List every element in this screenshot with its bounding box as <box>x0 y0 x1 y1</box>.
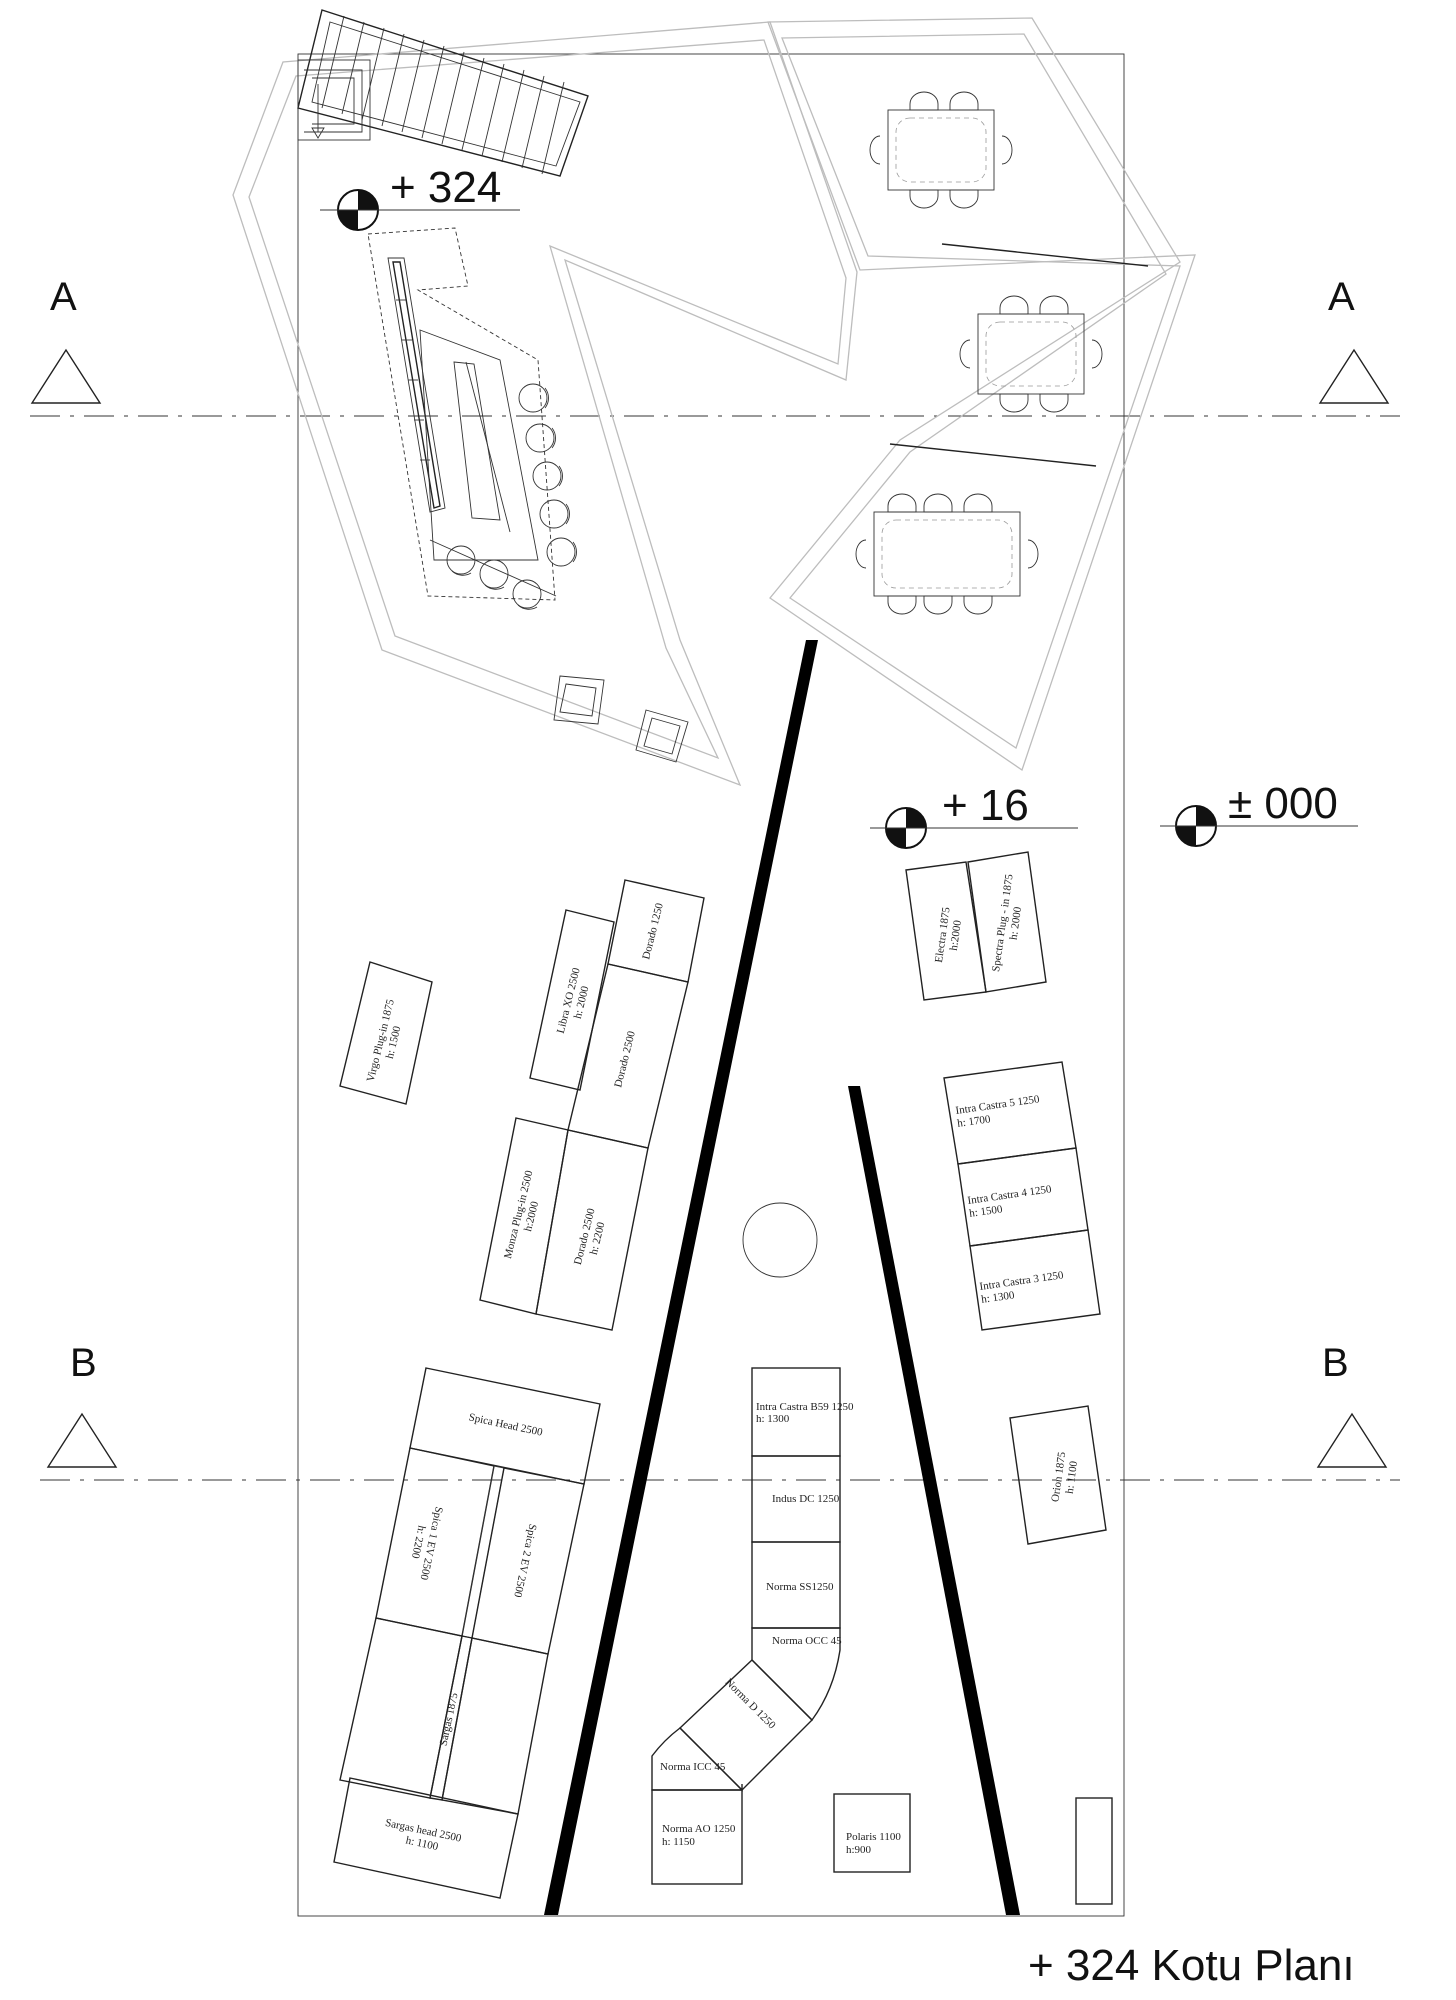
svg-text:B: B <box>1322 1341 1349 1385</box>
level-marker-mid: + 16 <box>870 781 1078 849</box>
level-marker-upper: + 324 <box>320 163 520 231</box>
svg-text:Norma ICC 45: Norma ICC 45 <box>660 1761 726 1773</box>
product-sargas-head: Sargas head 2500 h: 1100 <box>333 1777 519 1899</box>
round-table <box>742 1202 818 1278</box>
mezzanine-walls <box>232 21 858 787</box>
plan-boundary <box>297 53 1125 1917</box>
product-libra: Libra XO 2500 h: 2000 <box>529 909 615 1091</box>
svg-text:Virgo Plug-in 1875 h: 15: Virgo Plug-in 1875 h: 1500 <box>365 995 410 1086</box>
product-spica-1: Spica 1 EV 2500 h: 2200 <box>375 1447 505 1639</box>
svg-text:Intra Castra 4 1250 h: 1: Intra Castra 4 1250 h: 1500 <box>967 1183 1057 1220</box>
product-polaris: Polaris 1100 h:900 <box>833 1793 911 1873</box>
svg-text:Intra Castra 3 1250 h: 1: Intra Castra 3 1250 h: 1300 <box>979 1269 1069 1306</box>
svg-text:Spica 2 EV 2500: Spica 2 EV 2500 <box>511 1523 538 1599</box>
dining-table-mid <box>959 295 1103 413</box>
staircase <box>297 9 589 177</box>
diagonal-wall-right <box>848 1086 1020 1915</box>
svg-text:± 000: ± 000 <box>1228 779 1338 828</box>
dining-table-bottom <box>855 493 1039 615</box>
lounge-chairs <box>553 675 689 763</box>
svg-text:Dorado 1250: Dorado 1250 <box>640 901 666 960</box>
bar-counter <box>367 227 557 601</box>
svg-text:Intra Castra 5 1250 h: 1: Intra Castra 5 1250 h: 1700 <box>955 1093 1045 1130</box>
svg-text:Dorado 2500 h: 2200: Dorado 2500 h: 2200 <box>572 1204 611 1269</box>
svg-text:Sargas head 2500 h: 1100: Sargas head 2500 h: 1100 <box>381 1817 465 1858</box>
svg-text:Monza Plug-in 2500 h:200: Monza Plug-in 2500 h:2000 <box>502 1167 549 1263</box>
svg-text:B: B <box>70 1341 97 1385</box>
product-intra-castra-3: Intra Castra 3 1250 h: 1300 <box>969 1229 1101 1331</box>
svg-text:Polaris 1100 h:900: Polaris 1100 h:900 <box>846 1831 904 1856</box>
product-intra-castra-5: Intra Castra 5 1250 h: 1700 <box>943 1061 1077 1165</box>
diagonal-wall-left <box>544 640 818 1915</box>
product-spectra: Spectra Plug - in 1875 h: 2000 <box>967 851 1047 993</box>
svg-text:+ 16: + 16 <box>942 781 1029 830</box>
product-virgo: Virgo Plug-in 1875 h: 1500 <box>339 961 433 1105</box>
level-marker-ground: ± 000 <box>1160 779 1358 847</box>
product-electra: Electra 1875 h:2000 <box>905 861 987 1001</box>
svg-text:Norma AO 1250 h: 1150: Norma AO 1250 h: 1150 <box>662 1823 738 1848</box>
section-marker-b-left: B <box>46 1341 118 1468</box>
svg-text:Norma OCC 45: Norma OCC 45 <box>772 1635 842 1647</box>
svg-text:Norma SS1250: Norma SS1250 <box>766 1581 834 1593</box>
svg-text:A: A <box>50 275 77 319</box>
product-norma-icc: Norma ICC 45 <box>651 1727 743 1792</box>
section-marker-b-right: B <box>1316 1341 1388 1468</box>
svg-text:Dorado 2500: Dorado 2500 <box>612 1029 638 1088</box>
product-sargas: Sargas 1875 <box>339 1617 549 1815</box>
product-intra-castra-4: Intra Castra 4 1250 h: 1500 <box>957 1147 1089 1247</box>
dining-room-walls <box>767 17 1196 772</box>
svg-text:Orion 1875 h: 1100: Orion 1875 h: 1100 <box>1049 1448 1081 1504</box>
product-norma-ao: Norma AO 1250 h: 1150 <box>651 1789 743 1885</box>
svg-text:Electra 1875 h:2000: Electra 1875 h:2000 <box>933 904 966 966</box>
svg-text:Intra Castra B59 1250 h:: Intra Castra B59 1250 h: 1300 <box>756 1401 856 1425</box>
svg-text:Spica Head 2500: Spica Head 2500 <box>468 1411 544 1438</box>
svg-text:Spica 1 EV 2500 h: 2200: Spica 1 EV 2500 h: 2200 <box>404 1503 445 1584</box>
section-marker-a-right: A <box>1318 275 1390 404</box>
section-marker-a-left: A <box>30 275 102 404</box>
partition-1 <box>941 243 1149 267</box>
svg-text:A: A <box>1328 275 1355 319</box>
plan-title: + 324 Kotu Planı <box>1028 1941 1355 1990</box>
bar-stools <box>446 383 577 610</box>
product-norma-ss: Norma SS1250 <box>751 1541 841 1629</box>
svg-text:Norma D 1250: Norma D 1250 <box>723 1676 779 1732</box>
product-intra-castra-b59: Intra Castra B59 1250 h: 1300 <box>751 1367 856 1457</box>
product-monza: Monza Plug-in 2500 h:2000 <box>479 1117 569 1315</box>
svg-text:+ 324: + 324 <box>390 163 501 212</box>
partition-2 <box>889 443 1097 467</box>
svg-text:Indus DC 1250: Indus DC 1250 <box>772 1493 840 1505</box>
svg-text:Libra XO 2500 h: 2000: Libra XO 2500 h: 2000 <box>555 964 596 1038</box>
cabinet <box>1075 1797 1113 1905</box>
svg-text:Spectra Plug - in 1875 h: Spectra Plug - in 1875 h: 2000 <box>990 871 1029 975</box>
dining-table-top <box>869 91 1013 209</box>
product-orion: Orion 1875 h: 1100 <box>1009 1405 1107 1545</box>
product-indus: Indus DC 1250 <box>751 1455 841 1543</box>
product-dorado-low: Dorado 2500 h: 2200 <box>535 1129 649 1331</box>
product-spica-head: Spica Head 2500 <box>409 1367 601 1485</box>
